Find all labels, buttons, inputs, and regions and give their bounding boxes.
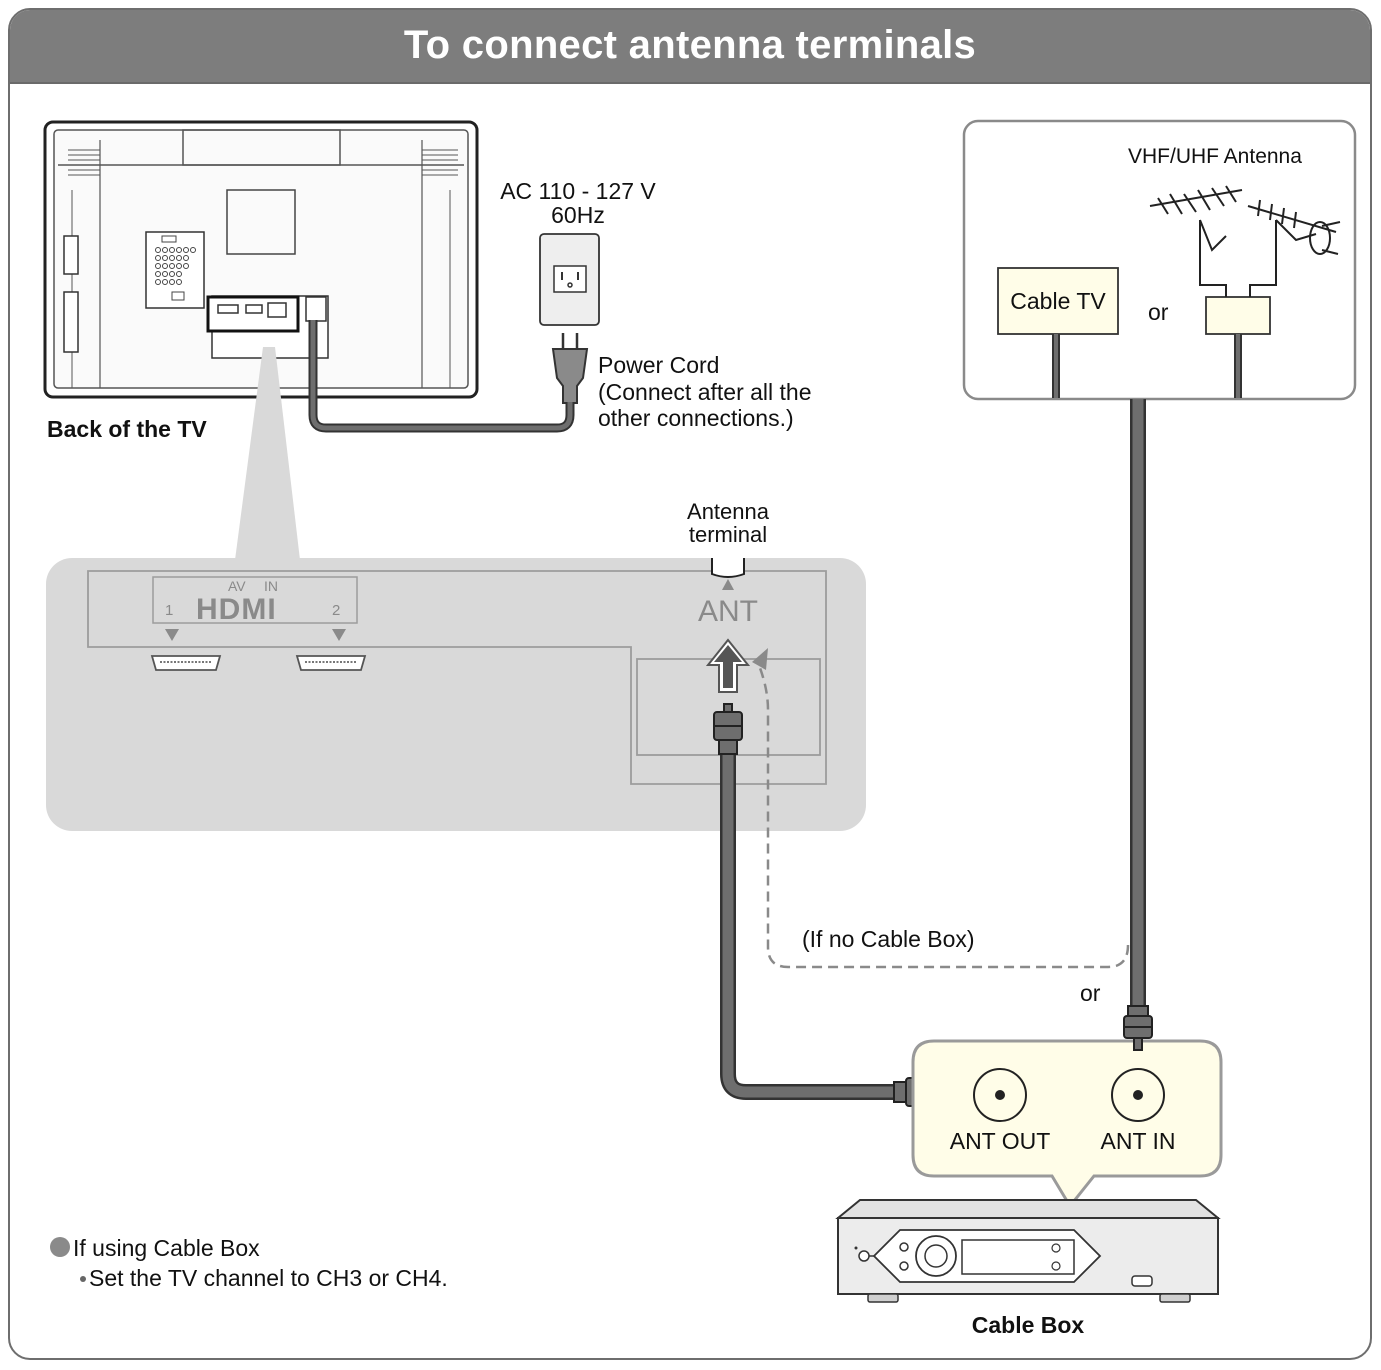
note-sub-bullet-icon <box>80 1276 86 1282</box>
tv-back-illustration <box>43 120 479 399</box>
cable-tv-label: Cable TV <box>1010 288 1106 314</box>
antenna-source-box <box>962 119 1357 401</box>
vhf-uhf-antenna-label: VHF/UHF Antenna <box>1128 145 1302 168</box>
ant-in-jack <box>1111 1068 1165 1122</box>
power-cord-note-line2: other connections.) <box>598 405 794 431</box>
page-title: To connect antenna terminals <box>403 23 977 67</box>
in-label: IN <box>264 578 278 594</box>
power-plug <box>551 333 589 404</box>
av-label: AV <box>228 578 246 594</box>
outlet-voltage-label: AC 110 - 127 V <box>500 178 656 204</box>
note-bullet-icon <box>50 1237 70 1257</box>
vhf-uhf-antenna-icon <box>1149 185 1341 297</box>
tv-back-label: Back of the TV <box>47 416 207 442</box>
ant-out-jack <box>973 1068 1027 1122</box>
ant-in-label: ANT IN <box>1100 1128 1176 1154</box>
ant-out-label: ANT OUT <box>949 1128 1051 1154</box>
hdmi-port-1-label: 1 <box>165 602 174 619</box>
hdmi-logo: HDMI <box>196 593 277 626</box>
note-if-using-cable-box: If using Cable Box <box>73 1235 260 1261</box>
hdmi-port-1 <box>150 655 222 671</box>
power-cord-note-line1: (Connect after all the <box>598 379 812 405</box>
power-outlet <box>539 233 600 326</box>
f-connector-tv <box>713 703 743 755</box>
connect-arrow-icon <box>705 638 751 693</box>
cable-box-label: Cable Box <box>971 1312 1085 1338</box>
no-cable-box-route <box>758 667 1130 969</box>
ant-terminal-label: ANT <box>698 595 758 628</box>
cable-tv-box <box>997 267 1119 335</box>
antenna-terminal-icon <box>711 558 745 590</box>
outlet-frequency-label: 60Hz <box>551 202 605 228</box>
source-or-label: or <box>1148 299 1169 325</box>
connection-or-label: or <box>1080 980 1101 1006</box>
f-connector-ant-in <box>1123 1005 1153 1051</box>
zoom-callout <box>235 347 300 560</box>
note-set-channel: Set the TV channel to CH3 or CH4. <box>89 1265 448 1291</box>
hdmi-port-2-label: 2 <box>332 602 341 619</box>
antenna-terminal-label-line1: Antenna <box>687 499 769 524</box>
hdmi-port-2 <box>295 655 367 671</box>
cable-box-callout <box>911 1039 1223 1209</box>
no-cable-box-label: (If no Cable Box) <box>802 926 975 952</box>
antenna-terminal-label-line2: terminal <box>688 522 768 547</box>
cable-box-device <box>835 1199 1221 1303</box>
power-cord-label: Power Cord <box>598 352 720 378</box>
title-bar: To connect antenna terminals <box>10 10 1370 84</box>
